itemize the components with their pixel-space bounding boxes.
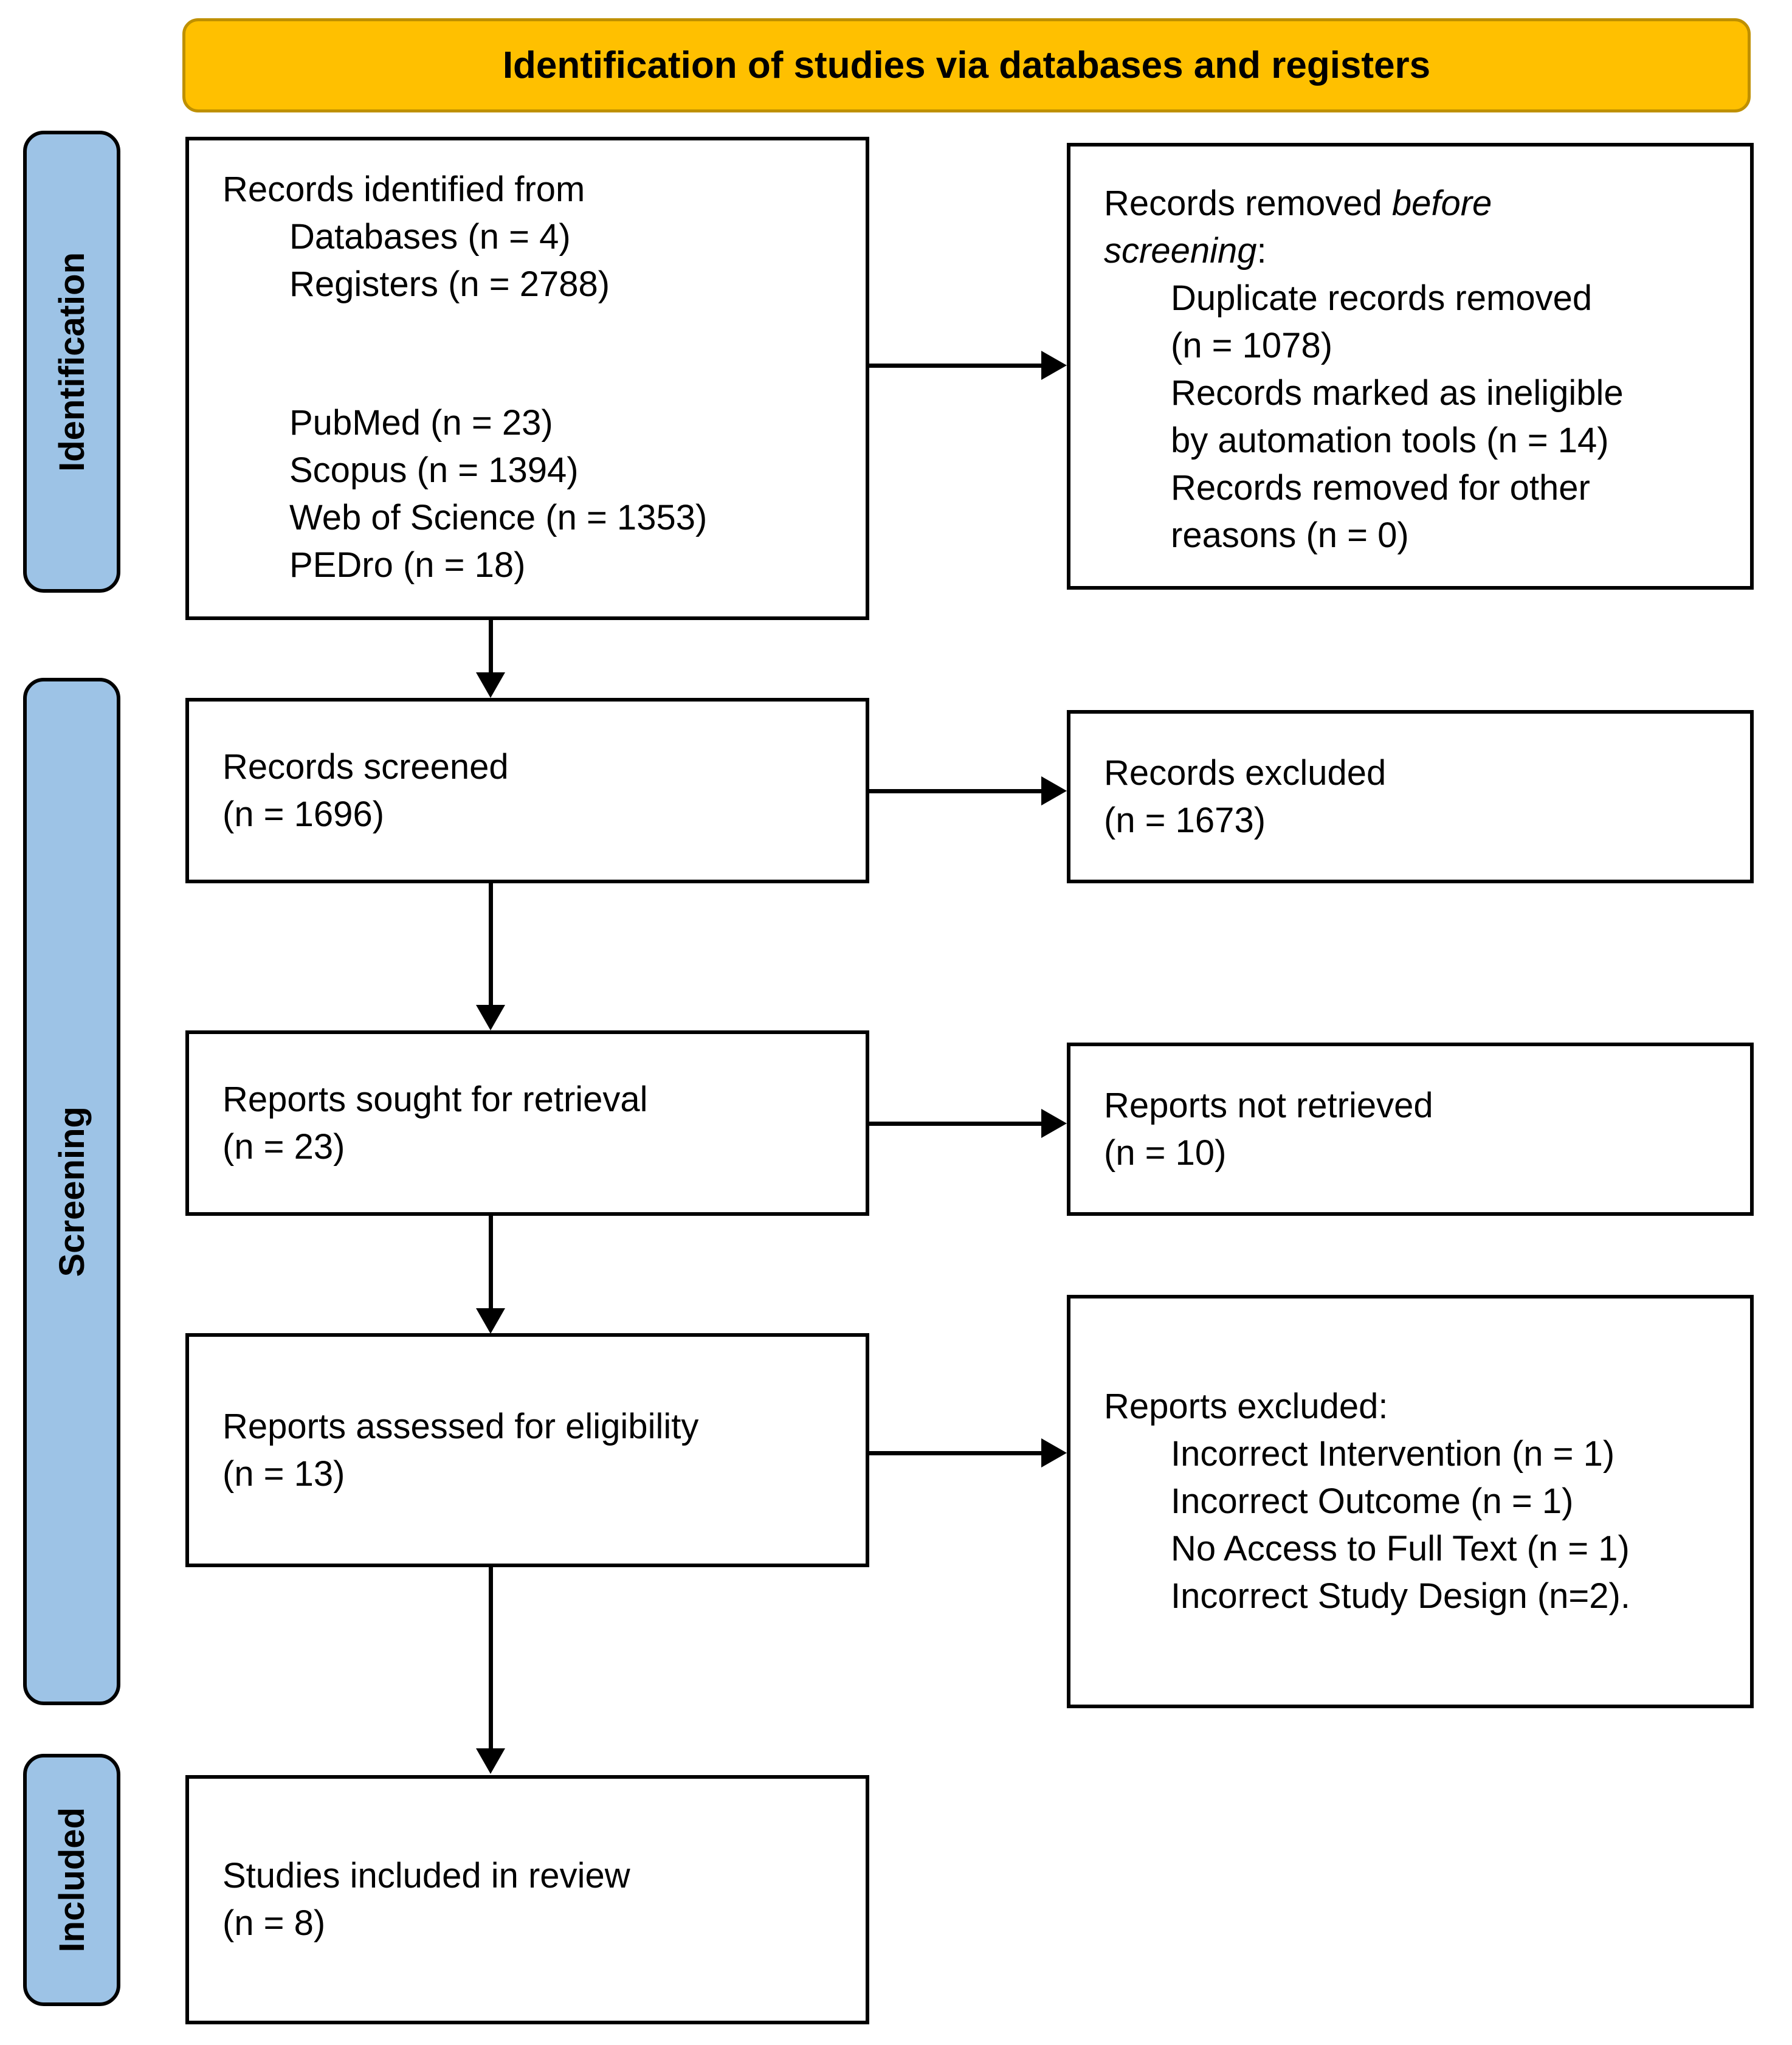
phase-identification: Identification <box>23 131 120 593</box>
arrow-screened-to-excluded-head <box>1041 776 1067 805</box>
text-line: Scopus (n = 1394) <box>289 450 579 490</box>
arrow-sought-to-assessed-line <box>489 1216 493 1308</box>
text-line: Records removed before <box>1104 184 1492 223</box>
arrow-screened-to-sought-head <box>476 1005 505 1030</box>
text-line: Incorrect Outcome (n = 1) <box>1171 1481 1574 1521</box>
box-reports-not-retrieved: Reports not retrieved (n = 10) <box>1067 1043 1754 1216</box>
text-line: Records excluded <box>1104 753 1387 793</box>
text-line: Reports sought for retrieval <box>222 1079 648 1119</box>
text-line: Records marked as ineligible <box>1171 373 1624 413</box>
box-studies-included: Studies included in review (n = 8) <box>185 1775 869 2024</box>
text-line: (n = 23) <box>222 1126 345 1167</box>
arrow-identified-to-removed-head <box>1041 351 1067 380</box>
text-line: (n = 1673) <box>1104 800 1266 840</box>
arrow-screened-to-excluded-line <box>869 789 1041 793</box>
text-line: Records removed for other <box>1171 468 1590 508</box>
text-line: (n = 13) <box>222 1454 345 1494</box>
arrow-assessed-to-included-line <box>489 1567 493 1748</box>
text-line: No Access to Full Text (n = 1) <box>1171 1529 1630 1568</box>
arrow-identified-to-screened-line <box>489 620 493 672</box>
text-line: Records screened <box>222 747 509 787</box>
text-line: Incorrect Intervention (n = 1) <box>1171 1434 1615 1474</box>
text-line: Reports not retrieved <box>1104 1085 1433 1125</box>
box-reports-assessed: Reports assessed for eligibility (n = 13) <box>185 1333 869 1567</box>
banner-title: Identification of studies via databases … <box>502 44 1431 86</box>
text-line: Web of Science (n = 1353) <box>289 498 708 537</box>
text-line: (n = 8) <box>222 1903 326 1943</box>
box-reports-excluded-reasons: Reports excluded: Incorrect Intervention … <box>1067 1295 1754 1708</box>
text-gap <box>222 308 841 399</box>
box-records-removed: Records removed before screening: Duplicat… <box>1067 143 1754 590</box>
box-records-screened: Records screened (n = 1696) <box>185 698 869 883</box>
arrow-assessed-to-reportsexcluded-head <box>1041 1438 1067 1467</box>
text-line: by automation tools (n = 14) <box>1171 421 1609 460</box>
arrow-sought-to-assessed-head <box>476 1308 505 1334</box>
text-line: Studies included in review <box>222 1856 630 1895</box>
text-line: Duplicate records removed <box>1171 278 1593 318</box>
phase-screening: Screening <box>23 678 120 1705</box>
text-line: Records identified from <box>222 170 585 209</box>
phase-included-label: Included <box>52 1807 92 1953</box>
banner-identification-via-databases: Identification of studies via databases … <box>182 18 1751 112</box>
phase-included: Included <box>23 1754 120 2006</box>
arrow-sought-to-notretrieved-line <box>869 1122 1041 1126</box>
arrow-screened-to-sought-line <box>489 883 493 1005</box>
box-records-excluded: Records excluded (n = 1673) <box>1067 710 1754 883</box>
arrow-assessed-to-included-head <box>476 1748 505 1774</box>
arrow-assessed-to-reportsexcluded-line <box>869 1451 1041 1455</box>
text-line: (n = 1696) <box>222 794 385 834</box>
text-line: (n = 10) <box>1104 1133 1227 1173</box>
phase-identification-label: Identification <box>52 252 92 472</box>
arrow-identified-to-screened-head <box>476 672 505 698</box>
box-reports-sought: Reports sought for retrieval (n = 23) <box>185 1030 869 1216</box>
text-line: PubMed (n = 23) <box>289 403 553 443</box>
text-line: (n = 1078) <box>1171 326 1333 365</box>
text-line: Reports excluded: <box>1104 1387 1388 1426</box>
arrow-sought-to-notretrieved-head <box>1041 1109 1067 1138</box>
arrow-identified-to-removed-line <box>869 364 1041 368</box>
text-line: Incorrect Study Design (n=2). <box>1171 1576 1630 1616</box>
text-line: reasons (n = 0) <box>1171 516 1409 555</box>
text-line: PEDro (n = 18) <box>289 545 526 585</box>
text-line: Reports assessed for eligibility <box>222 1406 699 1446</box>
text-line: screening: <box>1104 231 1267 271</box>
text-line: Databases (n = 4) <box>289 217 571 257</box>
text-line: Registers (n = 2788) <box>289 264 610 304</box>
phase-screening-label: Screening <box>52 1106 92 1277</box>
